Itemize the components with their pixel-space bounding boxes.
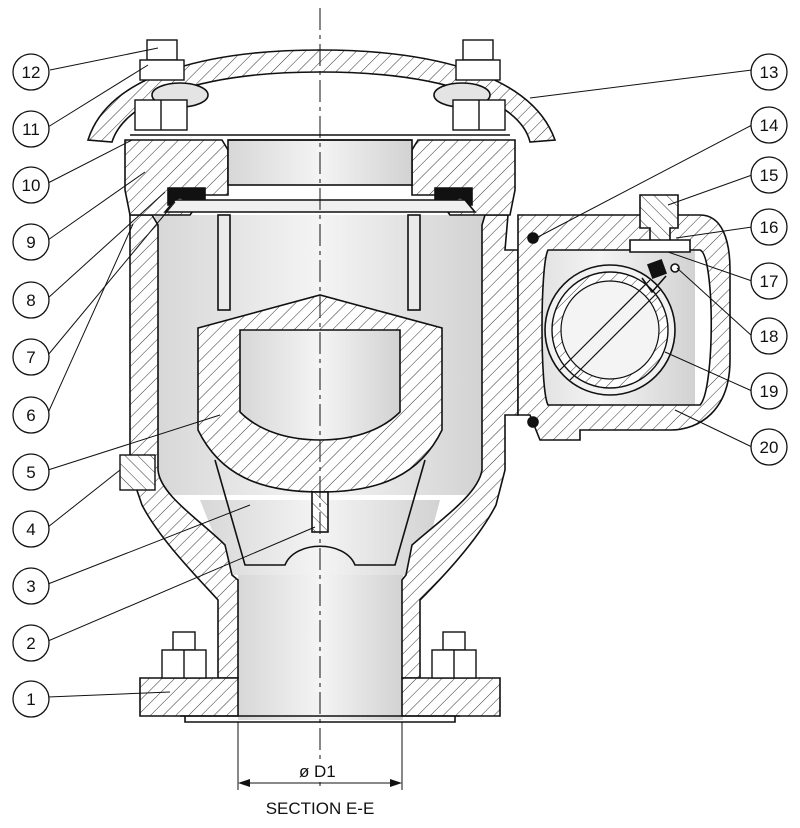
callout-2: 2	[12, 624, 50, 662]
callout-16: 16	[750, 208, 788, 246]
section-caption: SECTION E-E	[266, 799, 375, 818]
svg-text:17: 17	[760, 272, 779, 291]
svg-text:1: 1	[26, 690, 35, 709]
svg-text:2: 2	[26, 634, 35, 653]
svg-text:15: 15	[760, 166, 779, 185]
dimension-label: D1	[314, 762, 336, 781]
svg-text:5: 5	[26, 463, 35, 482]
svg-text:14: 14	[760, 116, 779, 135]
callout-11: 11	[12, 110, 50, 148]
svg-text:3: 3	[26, 577, 35, 596]
callout-balloons: 12 11 10 9 8 7 6 5 4 3 2 1 13 14 15 16 1…	[12, 53, 788, 718]
svg-text:18: 18	[760, 327, 779, 346]
callout-20: 20	[750, 428, 788, 466]
svg-text:16: 16	[760, 218, 779, 237]
callout-10: 10	[12, 166, 50, 204]
callout-5: 5	[12, 453, 50, 491]
callout-15: 15	[750, 156, 788, 194]
leader-lines	[47, 47, 753, 698]
svg-text:12: 12	[22, 63, 41, 82]
callout-12: 12	[12, 53, 50, 91]
dimension-d1: ø D1	[237, 722, 403, 790]
svg-text:19: 19	[760, 382, 779, 401]
svg-text:4: 4	[26, 520, 35, 539]
callout-7: 7	[12, 338, 50, 376]
callout-9: 9	[12, 223, 50, 261]
callout-3: 3	[12, 567, 50, 605]
svg-text:11: 11	[22, 120, 40, 139]
svg-text:8: 8	[26, 291, 35, 310]
svg-text:6: 6	[26, 406, 35, 425]
callout-13: 13	[750, 53, 788, 91]
svg-text:10: 10	[22, 176, 41, 195]
svg-text:20: 20	[760, 438, 779, 457]
callout-14: 14	[750, 106, 788, 144]
valve-body	[129, 194, 731, 723]
float	[197, 294, 443, 566]
dimension-symbol: ø	[299, 762, 309, 781]
callout-8: 8	[12, 281, 50, 319]
callout-18: 18	[750, 317, 788, 355]
svg-text:9: 9	[26, 233, 35, 252]
callout-19: 19	[750, 372, 788, 410]
svg-text:13: 13	[760, 63, 779, 82]
callout-1: 1	[12, 680, 50, 718]
svg-text:7: 7	[26, 348, 35, 367]
callout-6: 6	[12, 396, 50, 434]
callout-17: 17	[750, 262, 788, 300]
callout-4: 4	[12, 510, 50, 548]
fasteners	[119, 39, 506, 679]
